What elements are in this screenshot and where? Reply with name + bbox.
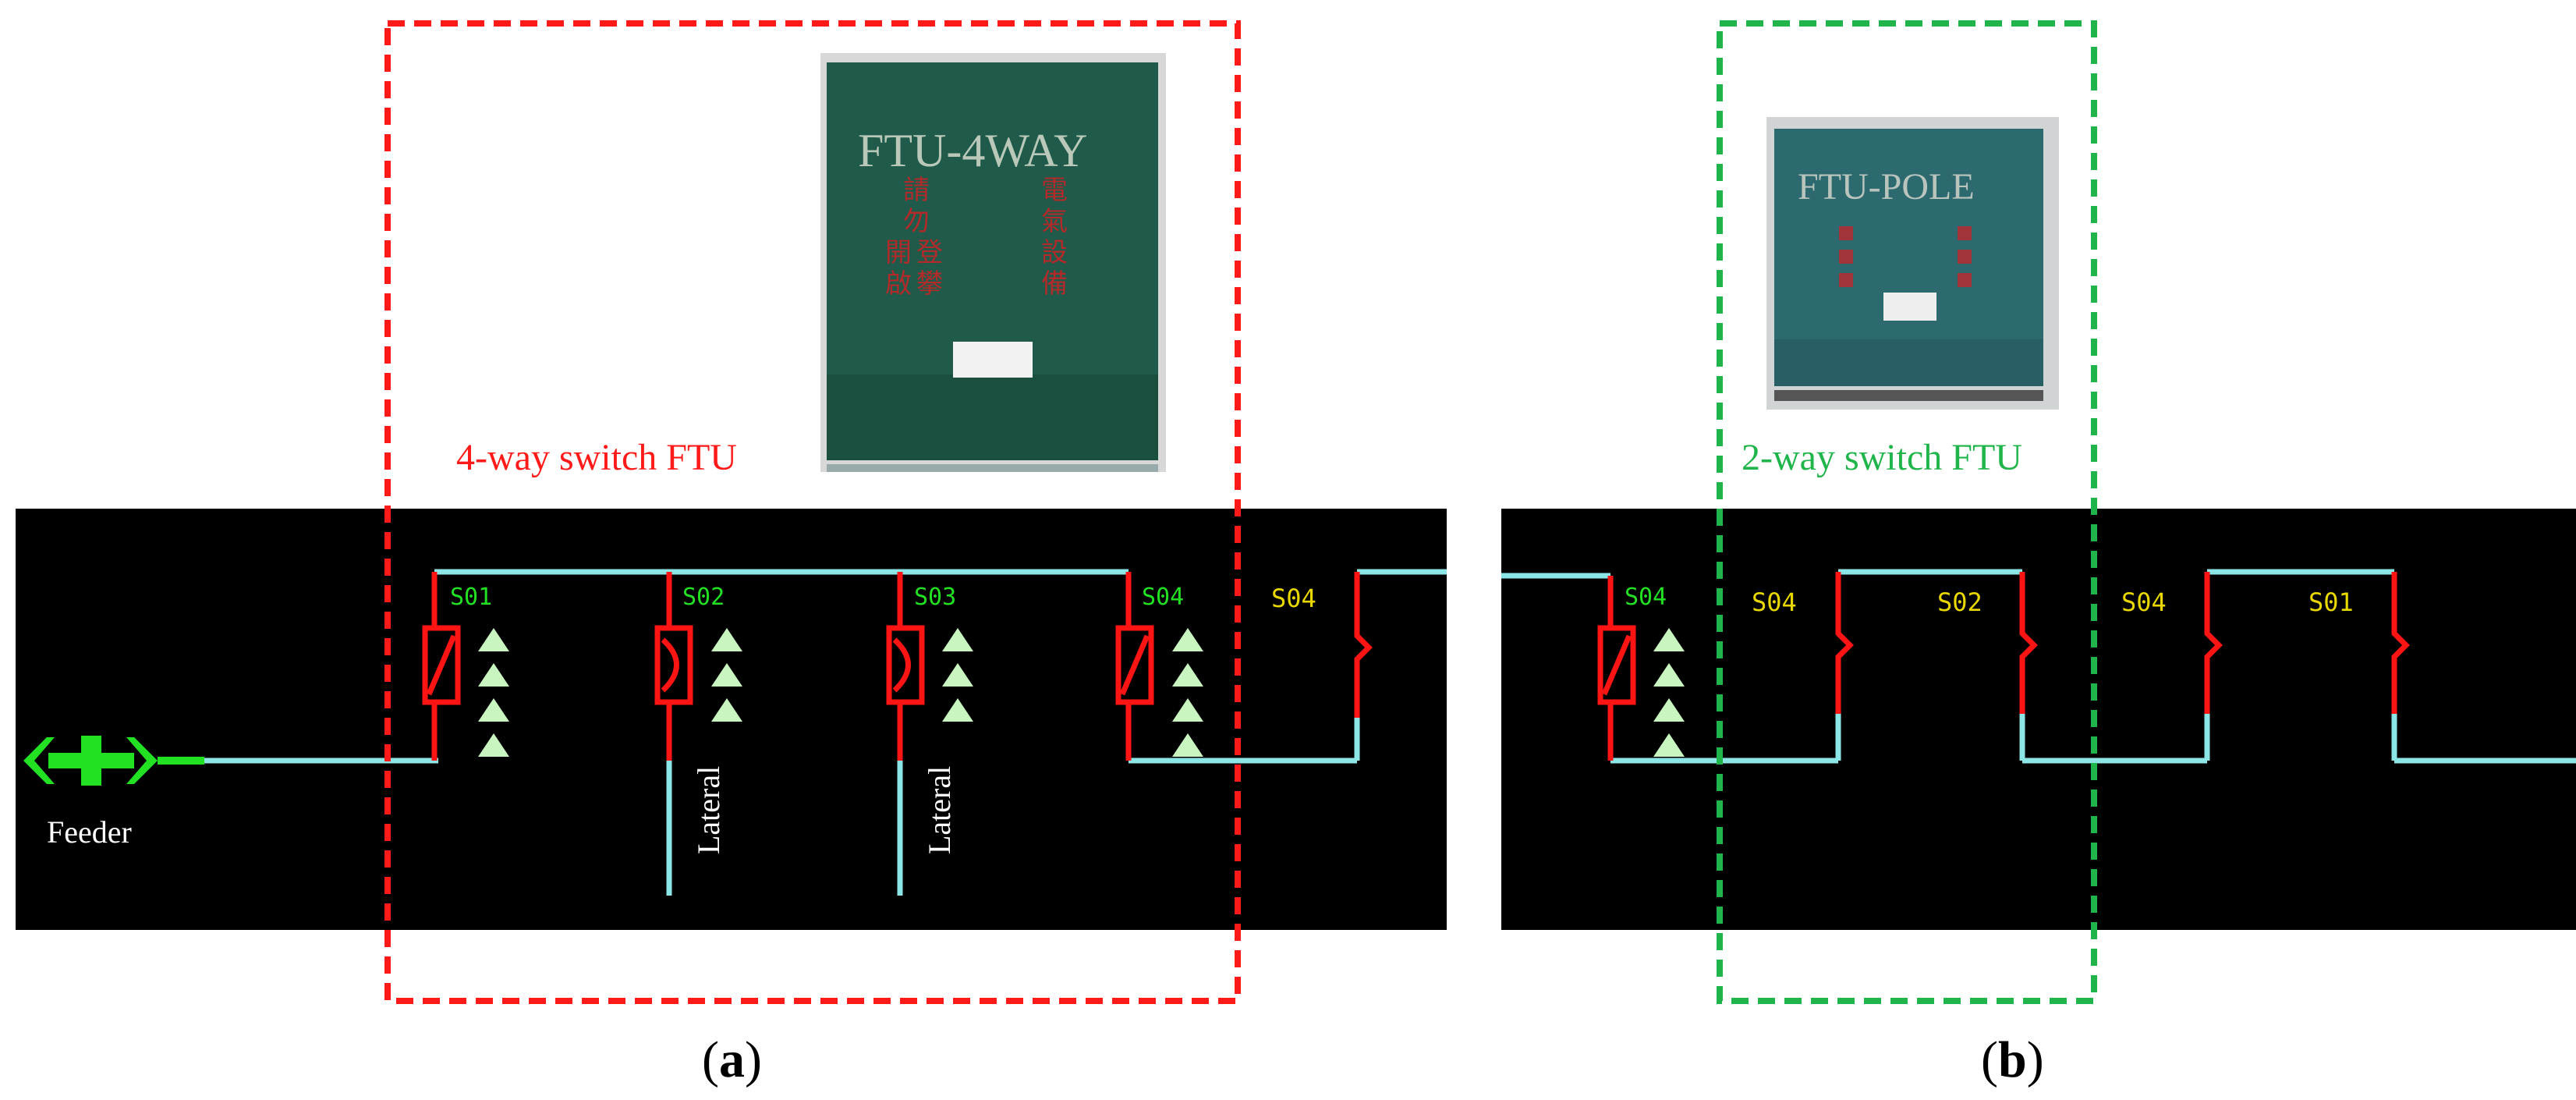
svg-text:請: 請	[903, 175, 930, 206]
break-switches-b	[1835, 572, 2410, 714]
switch-s04-a: S04	[1115, 572, 1203, 761]
svg-text:FTU-4WAY: FTU-4WAY	[858, 125, 1087, 176]
feeder-icon	[23, 736, 204, 786]
svg-text:氣: 氣	[1041, 206, 1068, 237]
four-way-highlight-box	[384, 20, 1241, 1004]
switch-label-s03: S03	[914, 584, 956, 611]
svg-text:登: 登	[916, 237, 943, 268]
switch-s01: S01	[422, 572, 509, 761]
two-way-caption: 2-way switch FTU	[1742, 437, 2022, 478]
svg-text:攀: 攀	[916, 268, 943, 300]
yellow-label-4: S01	[2308, 587, 2354, 617]
subfigure-label-a: (a)	[702, 1031, 762, 1088]
line-segments-b	[1501, 569, 2576, 764]
yellow-label-1: S04	[1752, 587, 1797, 617]
line-segments-a	[204, 569, 1447, 896]
panel-b: S04 S04 S02 S04 S01 FTU-PO	[1501, 20, 2576, 1088]
switch-s02: S02	[654, 572, 742, 761]
svg-text:電: 電	[1041, 175, 1068, 206]
lateral-label-2: Lateral	[922, 766, 957, 854]
svg-text:設: 設	[1041, 237, 1068, 268]
remote-label-s04: S04	[1271, 584, 1316, 613]
switch-label-s01: S01	[450, 584, 492, 611]
caption-bg-b	[1730, 437, 2073, 491]
svg-text:啟: 啟	[885, 268, 912, 300]
yellow-label-2: S02	[1937, 587, 1982, 617]
panel-a: Feeder S01 S02	[16, 20, 1447, 1088]
switch-s03: S03	[886, 572, 973, 761]
svg-text:備: 備	[1041, 268, 1068, 300]
four-way-caption: 4-way switch FTU	[456, 437, 737, 478]
switch-label-s04-a: S04	[1142, 584, 1184, 611]
feeder-label: Feeder	[47, 814, 132, 850]
subfigure-label-b: (b)	[1981, 1031, 2044, 1088]
ftu-4way-photo: FTU-4WAY 請 勿 開 登 啟 攀 電 氣 設 備	[820, 53, 1166, 472]
switch-label-s04-b: S04	[1625, 584, 1667, 611]
caption-bg-a	[437, 437, 788, 491]
yellow-label-3: S04	[2121, 587, 2167, 617]
remote-switch-s04-a: S04	[1271, 572, 1373, 718]
lateral-label-1: Lateral	[691, 766, 726, 854]
ftu-pole-photo: FTU-POLE	[1766, 117, 2059, 410]
svg-text:勿: 勿	[903, 206, 930, 237]
svg-text:FTU-POLE: FTU-POLE	[1798, 166, 1975, 208]
two-way-highlight-box	[1717, 20, 2097, 1004]
switch-label-s02: S02	[682, 584, 725, 611]
svg-text:開: 開	[885, 237, 912, 268]
switch-s04-b: S04	[1597, 576, 1685, 761]
